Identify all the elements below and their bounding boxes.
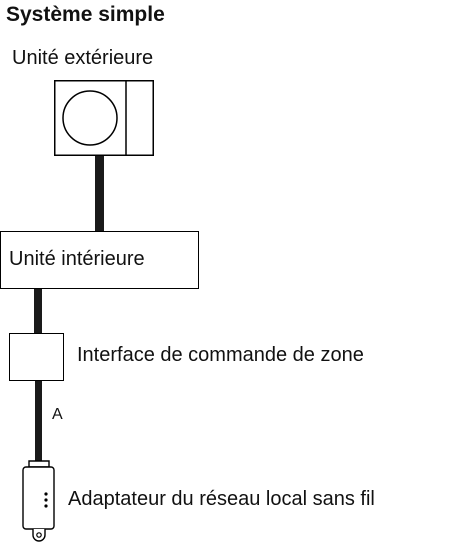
cable-a-label: A [52,406,63,423]
connection-wire [35,381,42,461]
connection-wire [34,289,42,333]
zone-control-interface-label: Interface de commande de zone [77,344,364,366]
indoor-unit-label: Unité intérieure [9,248,145,270]
outdoor-unit-label: Unité extérieure [12,47,154,69]
zone-control-interface-box [9,333,64,381]
wireless-lan-adapter-label: Adaptateur du réseau local sans fil [68,488,375,510]
connection-wire [95,156,104,231]
indoor-unit-box: Unité intérieure [0,231,199,289]
diagram-title: Système simple [6,3,165,26]
outdoor-unit-icon [54,80,154,156]
wireless-lan-adapter-icon [22,460,55,542]
